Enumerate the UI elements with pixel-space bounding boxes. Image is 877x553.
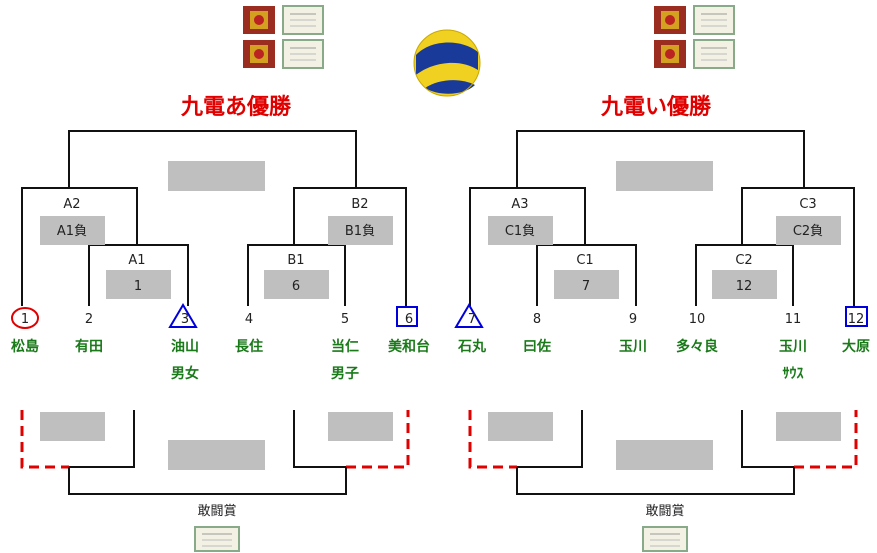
match-box-c3	[776, 216, 841, 245]
left-awards	[243, 5, 324, 69]
consolation-box	[40, 412, 105, 441]
team-name: 有田	[75, 338, 103, 355]
match-box-b2	[328, 216, 393, 245]
seed-number-4: 4	[245, 312, 253, 327]
team-name: 長住	[235, 338, 263, 355]
certificate-icon	[693, 39, 735, 69]
team-name: 当仁	[331, 338, 359, 355]
match-box-a3	[488, 216, 553, 245]
left-bracket-lines	[21, 130, 407, 306]
trophy-plaque-icon	[243, 40, 275, 68]
seed-square-marker	[396, 306, 418, 327]
seed-number-2: 2	[85, 312, 93, 327]
box-label-c3: C2負	[793, 224, 823, 239]
match-label-a1: A1	[128, 253, 145, 268]
team-name-line2: 男子	[331, 366, 359, 382]
seed-triangle-marker	[168, 303, 198, 328]
final-result-box	[616, 161, 713, 191]
team-name: 玉川	[779, 339, 807, 355]
seed-number-1: 1	[21, 312, 29, 327]
right-awards	[654, 5, 735, 69]
trophy-plaque-icon	[243, 6, 275, 34]
left-champion-title: 九電あ優勝	[180, 95, 292, 120]
right-champion-title: 九電い優勝	[600, 95, 712, 120]
match-box-c2	[712, 270, 777, 299]
team-name: 油山	[171, 338, 199, 355]
team-name: 美和台	[388, 338, 430, 355]
box-label-a3: C1負	[505, 224, 535, 239]
left-consolation-lines	[20, 410, 410, 495]
seed-number-3: 3	[181, 312, 189, 327]
box-label-c2: 12	[736, 279, 753, 294]
match-label-a3: A3	[511, 197, 528, 212]
seed-number-11: 11	[785, 312, 802, 327]
volleyball-icon	[413, 29, 481, 97]
team-name-line2: 男女	[171, 365, 199, 382]
match-label-b1: B1	[287, 253, 304, 268]
right-consolation-label: 敢闘賞	[645, 504, 684, 519]
match-box-b1	[264, 270, 329, 299]
final-result-box	[168, 161, 265, 191]
seed-number-7: 7	[468, 312, 476, 327]
consolation-box	[776, 412, 841, 441]
team-name: 松島	[11, 338, 39, 355]
seed-number-12: 12	[848, 312, 865, 327]
consolation-box	[488, 412, 553, 441]
trophy-plaque-icon	[654, 40, 686, 68]
right-consolation-lines	[468, 410, 858, 495]
team-name: 多々良	[676, 338, 718, 355]
trophy-plaque-icon	[654, 6, 686, 34]
seed-square-marker	[845, 306, 868, 327]
consolation-result-box	[616, 440, 713, 470]
team-name: 石丸	[457, 338, 487, 355]
match-box-a2	[40, 216, 105, 245]
match-label-c3: C3	[799, 197, 816, 212]
match-label-a2: A2	[63, 197, 80, 212]
consolation-box	[328, 412, 393, 441]
team-name: 大原	[842, 338, 870, 355]
certificate-icon	[194, 526, 240, 552]
box-label-b1: 6	[292, 279, 300, 294]
seed-number-6: 6	[405, 312, 413, 327]
certificate-icon	[282, 5, 324, 35]
seed-number-9: 9	[629, 312, 637, 327]
seed-circle-marker	[11, 307, 39, 329]
match-label-c2: C2	[735, 253, 752, 268]
seed-number-5: 5	[341, 312, 349, 327]
box-label-b2: B1負	[345, 224, 375, 239]
team-name: 曰佐	[523, 338, 551, 355]
certificate-icon	[693, 5, 735, 35]
team-name-line2: ｻｳｽ	[783, 366, 804, 382]
match-label-c1: C1	[576, 253, 593, 268]
certificate-icon	[282, 39, 324, 69]
left-consolation-label: 敢闘賞	[197, 504, 236, 519]
match-box-c1	[554, 270, 619, 299]
certificate-icon	[642, 526, 688, 552]
match-label-b2: B2	[351, 197, 368, 212]
team-name: 玉川	[619, 339, 647, 355]
seed-triangle-marker	[454, 303, 484, 328]
right-bracket-lines	[469, 130, 855, 306]
seed-number-8: 8	[533, 312, 541, 327]
box-label-a1: 1	[134, 279, 142, 294]
box-label-a2: A1負	[57, 224, 87, 239]
box-label-c1: 7	[582, 279, 590, 294]
consolation-result-box	[168, 440, 265, 470]
match-box-a1	[106, 270, 171, 299]
seed-number-10: 10	[689, 312, 706, 327]
